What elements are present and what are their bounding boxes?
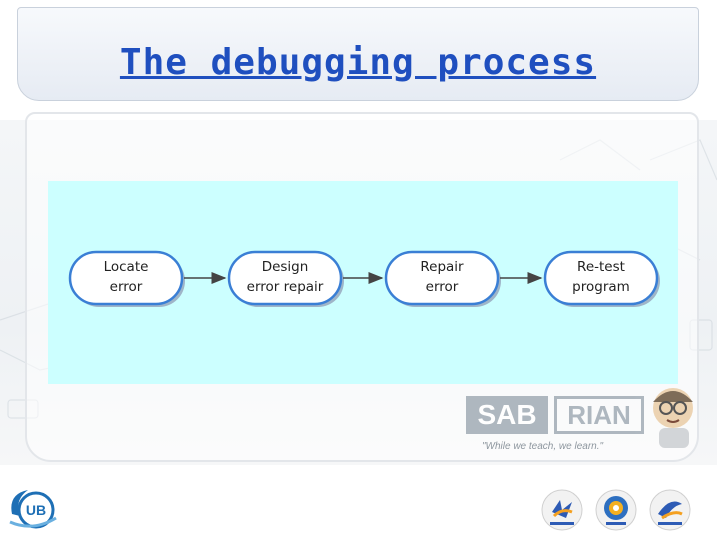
node-shape — [227, 250, 343, 306]
node-shape — [68, 250, 184, 306]
node-label-line: error repair — [246, 279, 324, 295]
node-label-line: Design — [261, 259, 309, 275]
node-shape — [384, 250, 500, 306]
ub-logo-icon: UB — [9, 490, 57, 529]
page-title: The debugging process — [119, 42, 597, 83]
sabrian-watermark-logo: SAB RIAN — [466, 396, 644, 434]
node-retest — [543, 250, 660, 307]
node-locate — [68, 250, 185, 307]
watermark-left-text: SAB — [466, 396, 548, 434]
node-design — [227, 250, 344, 307]
svg-text:UB: UB — [26, 502, 46, 518]
partner-logo-3 — [649, 489, 691, 531]
cartoon-character-icon — [653, 388, 693, 448]
node-label-design: Design error repair — [229, 257, 341, 297]
watermark-right-text: RIAN — [554, 396, 644, 434]
partner-logo-2 — [595, 489, 637, 531]
node-label-retest: Re-test program — [545, 257, 657, 297]
node-label-locate: Locate error — [70, 257, 182, 297]
title-bar: The debugging process — [17, 7, 699, 101]
node-shape — [543, 250, 659, 306]
partner-logo-1 — [541, 489, 583, 531]
node-label-line: Repair — [420, 259, 464, 275]
node-repair — [384, 250, 501, 307]
node-label-line: error — [425, 279, 459, 295]
node-label-line: Re-test — [577, 259, 625, 275]
node-label-repair: Repair error — [386, 257, 498, 297]
diagram-panel: Locate error Design error repair Repair error… — [48, 181, 678, 384]
node-label-line: program — [572, 279, 630, 295]
node-label-line: error — [109, 279, 143, 295]
watermark-tagline: "While we teach, we learn." — [482, 441, 604, 452]
node-label-line: Locate — [103, 259, 149, 275]
debugging-flow-diagram — [68, 250, 660, 307]
